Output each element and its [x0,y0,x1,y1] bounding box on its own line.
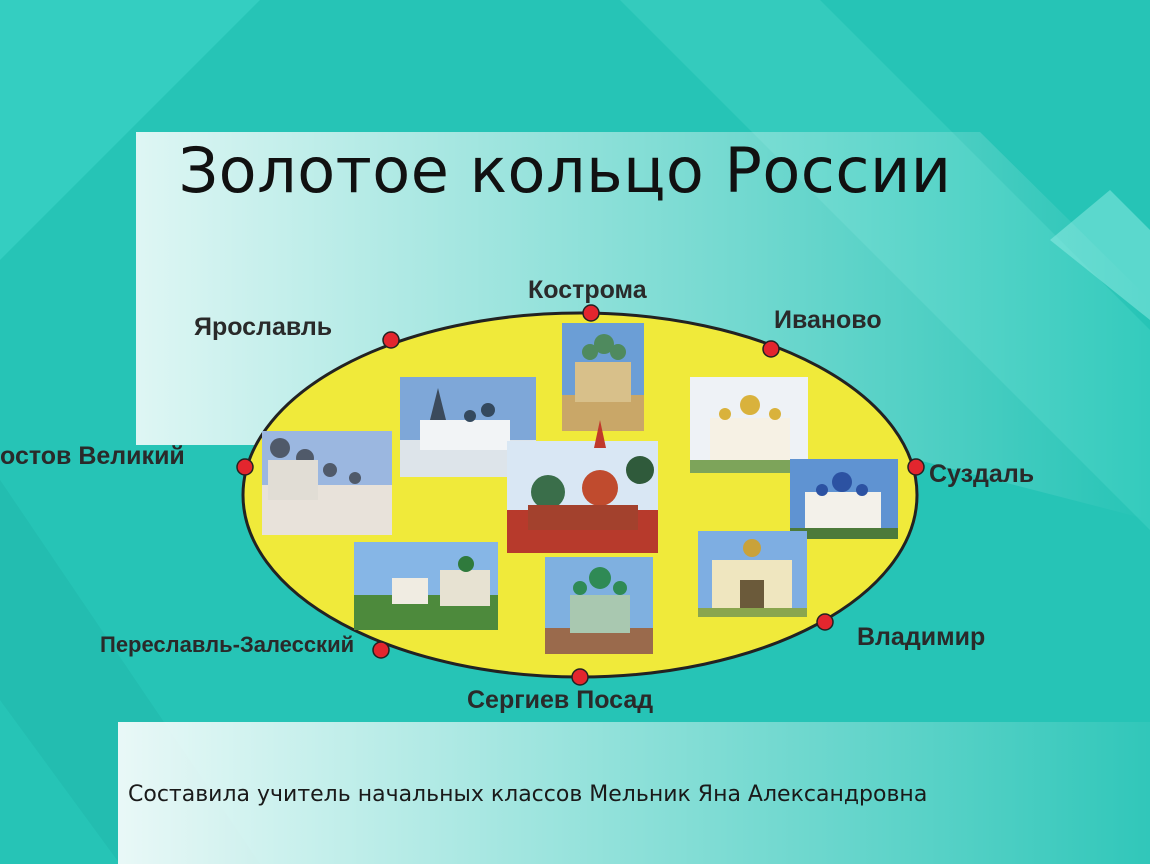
marker-suzdal [907,458,925,476]
city-label-suzdal: Суздаль [929,460,1035,488]
photo-pereslavl-monastery [354,542,498,630]
photo-suzdal-cathedral [790,459,898,539]
slide-title: Золотое кольцо России [178,133,952,207]
marker-sergiev [571,668,589,686]
photo-rostov-kremlin [262,431,392,535]
marker-kostroma [582,304,600,322]
author-credit: Составила учитель начальных классов Мель… [128,782,928,807]
city-label-kostroma: Кострома [528,276,647,304]
marker-pereslavl [372,641,390,659]
photo-vladimir-gate [698,531,807,617]
photo-moscow-basil [507,420,658,553]
city-label-sergiev: Сергиев Посад [467,686,654,714]
marker-ivanovo [762,340,780,358]
city-label-vladimir: Владимир [857,623,986,651]
city-label-ivanovo: Иваново [774,306,882,334]
photo-ivanovo-cathedral [690,377,808,473]
city-label-yaroslavl: Ярославль [194,313,333,341]
marker-rostov [236,458,254,476]
city-label-rostov: остов Великий [0,442,185,470]
photo-sergiev-church [545,557,653,654]
photo-kostroma-cathedral [562,323,644,431]
marker-yaroslavl [382,331,400,349]
city-label-pereslavl: Переславль-Залесский [100,632,355,657]
marker-vladimir [816,613,834,631]
